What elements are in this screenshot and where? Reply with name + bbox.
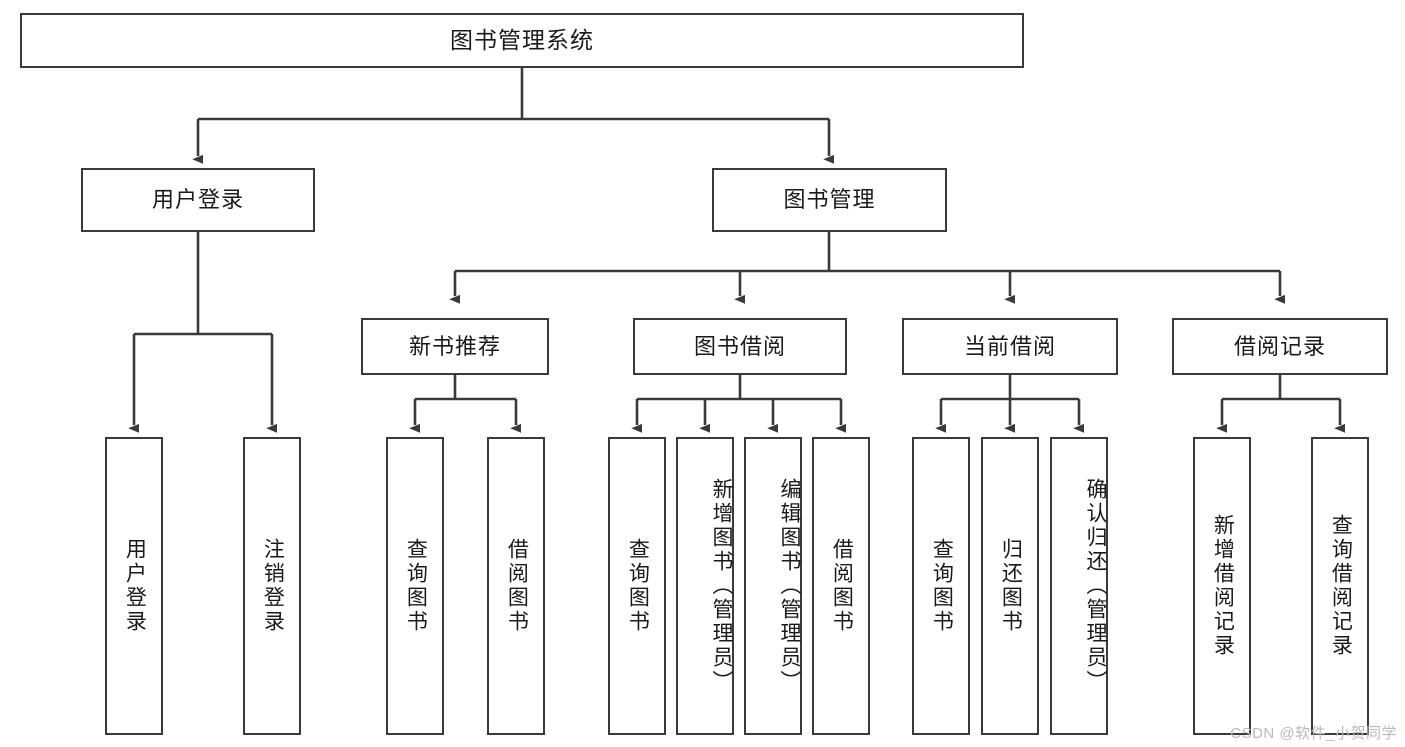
node-leaf-return-book[interactable]: 归还图书: [981, 437, 1039, 735]
node-new-book-recommend[interactable]: 新书推荐: [361, 318, 549, 375]
node-new-book-recommend-label: 新书推荐: [408, 333, 501, 359]
node-leaf-query-book-2[interactable]: 查询图书: [608, 437, 666, 735]
node-leaf-query-record-label: 查询借阅记录: [1329, 514, 1353, 658]
watermark: CSDN @软件_小贺同学: [1230, 725, 1397, 742]
node-leaf-borrow-book-1-label: 借阅图书: [505, 538, 529, 634]
node-leaf-edit-book[interactable]: 编辑图书（管理员）: [744, 437, 802, 735]
node-leaf-borrow-book-2[interactable]: 借阅图书: [812, 437, 870, 735]
node-leaf-add-record-label: 新增借阅记录: [1211, 514, 1235, 658]
node-leaf-query-record[interactable]: 查询借阅记录: [1311, 437, 1369, 735]
node-leaf-query-book-3[interactable]: 查询图书: [912, 437, 970, 735]
node-current-borrow-label: 当前借阅: [963, 333, 1056, 359]
node-leaf-confirm-return-label: 确认归还（管理员）: [1084, 478, 1107, 694]
node-book-manage-label: 图书管理: [783, 187, 876, 213]
node-book-manage[interactable]: 图书管理: [712, 168, 947, 232]
node-leaf-query-book-2-label: 查询图书: [626, 538, 650, 634]
node-current-borrow[interactable]: 当前借阅: [902, 318, 1118, 375]
node-leaf-borrow-book-1[interactable]: 借阅图书: [487, 437, 545, 735]
node-root-label: 图书管理系统: [450, 27, 594, 54]
node-leaf-add-record[interactable]: 新增借阅记录: [1193, 437, 1251, 735]
node-leaf-user-login[interactable]: 用户登录: [105, 437, 163, 735]
node-book-borrow[interactable]: 图书借阅: [633, 318, 847, 375]
node-borrow-record[interactable]: 借阅记录: [1172, 318, 1388, 375]
node-leaf-edit-book-label: 编辑图书（管理员）: [778, 478, 801, 694]
node-root[interactable]: 图书管理系统: [20, 13, 1024, 68]
node-leaf-add-book[interactable]: 新增图书（管理员）: [676, 437, 734, 735]
node-leaf-add-book-label: 新增图书（管理员）: [710, 478, 733, 694]
node-user-login[interactable]: 用户登录: [81, 168, 315, 232]
node-book-borrow-label: 图书借阅: [693, 333, 786, 359]
node-leaf-query-book-1-label: 查询图书: [404, 538, 428, 634]
node-leaf-user-logout-label: 注销登录: [261, 538, 285, 634]
node-user-login-label: 用户登录: [151, 187, 244, 213]
node-leaf-confirm-return[interactable]: 确认归还（管理员）: [1050, 437, 1108, 735]
node-leaf-query-book-1[interactable]: 查询图书: [386, 437, 444, 735]
node-leaf-user-logout[interactable]: 注销登录: [243, 437, 301, 735]
node-leaf-query-book-3-label: 查询图书: [930, 538, 954, 634]
node-borrow-record-label: 借阅记录: [1233, 333, 1326, 359]
node-leaf-return-book-label: 归还图书: [999, 538, 1023, 634]
node-leaf-borrow-book-2-label: 借阅图书: [830, 538, 854, 634]
node-leaf-user-login-label: 用户登录: [123, 538, 147, 634]
